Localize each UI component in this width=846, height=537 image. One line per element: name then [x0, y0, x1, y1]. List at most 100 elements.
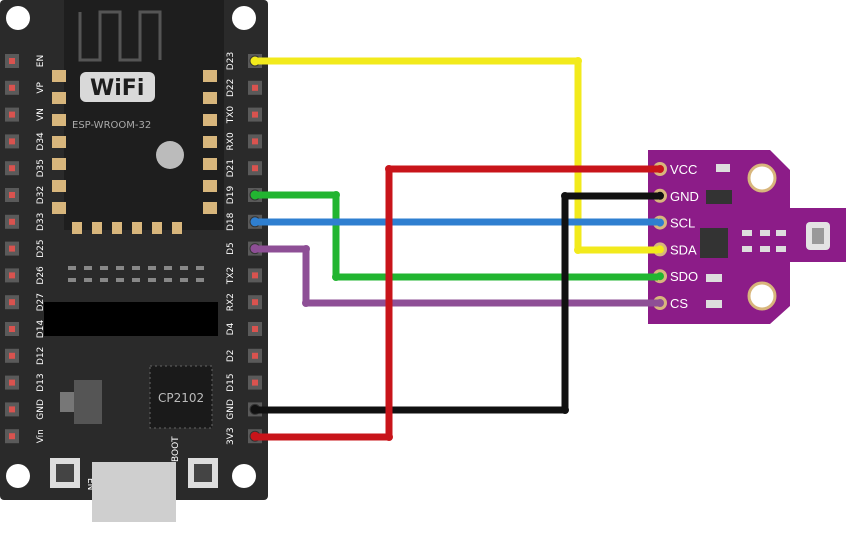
wire-gnd-gnd [255, 192, 658, 414]
header-pin-d14: D14 [5, 320, 46, 339]
sensor-pin-label-sda: SDA [670, 242, 697, 257]
mounting-hole [747, 281, 777, 311]
header-pin-d32: D32 [5, 186, 46, 204]
wire-joint [385, 165, 393, 173]
header-pin-vp: VP [5, 80, 46, 95]
boot-button[interactable] [188, 458, 218, 488]
pin-label-gnd: GND [36, 399, 46, 420]
pin-label-d21: D21 [226, 159, 236, 177]
smd-components [68, 266, 204, 282]
wire-d19-sdo [255, 191, 658, 281]
en-button[interactable] [50, 458, 80, 488]
wire-joint [574, 57, 582, 65]
pin-label-d12: D12 [36, 347, 46, 365]
header-pin-d2: D2 [226, 348, 262, 363]
header-pin-rx2: RX2 [226, 293, 262, 311]
pin-label-d32: D32 [36, 186, 46, 204]
chip-label: CP2102 [158, 391, 204, 405]
bme280-sensor-board [648, 150, 846, 324]
boot-button-label: BOOT [171, 436, 181, 462]
sensor-pin-sda: SDA [653, 242, 697, 257]
mounting-hole [6, 6, 30, 30]
pin-label-vp: VP [36, 81, 46, 93]
sensor-pin-gnd: GND [653, 188, 699, 204]
espressif-logo-icon [156, 141, 184, 169]
sensor-pin-vcc: VCC [653, 162, 697, 177]
sensor-pin-sdo: SDO [653, 269, 698, 284]
header-pin-d4: D4 [226, 322, 262, 336]
header-pin-gnd: GND [5, 399, 46, 420]
wire-joint [302, 299, 310, 307]
antenna-trace [78, 10, 162, 62]
pin-label-d14: D14 [36, 320, 46, 339]
header-pin-d13: D13 [5, 373, 46, 392]
level-shifter-ic [700, 228, 728, 258]
pin-label-d33: D33 [36, 213, 46, 231]
pin-label-d13: D13 [36, 373, 46, 391]
pin-label-d4: D4 [226, 322, 236, 335]
pin-label-d18: D18 [226, 212, 236, 231]
pin-label-gnd: GND [226, 399, 236, 420]
black-component-block [44, 302, 218, 336]
pin-label-vn: VN [36, 108, 46, 121]
mounting-hole [232, 464, 256, 488]
mounting-hole [232, 6, 256, 30]
header-pin-rx0: RX0 [226, 132, 262, 150]
module-pads [52, 70, 217, 234]
pin-label-d25: D25 [36, 239, 46, 257]
header-pin-en: EN [5, 54, 46, 68]
wire-joint [561, 192, 569, 200]
regulator-ic [706, 190, 732, 204]
pin-label-d35: D35 [36, 159, 46, 177]
pin-label-rx2: RX2 [226, 293, 236, 311]
sensor-pin-header: VCC GND SCL SDA SDO CS [653, 162, 699, 311]
sensor-port [812, 228, 824, 244]
header-pin-tx2: TX2 [226, 267, 262, 285]
sensor-pin-cs: CS [653, 296, 688, 311]
header-pin-d26: D26 [5, 266, 46, 285]
wire-joint [574, 246, 582, 254]
pin-label-d34: D34 [36, 132, 46, 151]
header-pin-d33: D33 [5, 213, 46, 231]
mounting-hole [6, 464, 30, 488]
wire-joint [302, 245, 310, 253]
header-pin-d22: D22 [226, 79, 262, 97]
pin-label-3v3: 3V3 [226, 427, 236, 445]
pin-label-en: EN [36, 55, 46, 67]
pin-label-tx0: TX0 [226, 106, 236, 125]
header-pin-vn: VN [5, 107, 46, 122]
wires [255, 57, 658, 441]
header-pin-d25: D25 [5, 239, 46, 258]
header-pin-d35: D35 [5, 159, 46, 177]
header-pin-vin: Vin [5, 429, 46, 443]
wire-joint [561, 406, 569, 414]
header-pin-d34: D34 [5, 132, 46, 151]
pin-label-d2: D2 [226, 349, 236, 362]
voltage-regulator [60, 380, 102, 424]
wire-3v3-vcc [255, 165, 658, 441]
pin-label-d5: D5 [226, 242, 236, 255]
wroom-module: WiFi ESP-WROOM-32 [52, 0, 224, 234]
left-pin-header: ENVPVND34D35D32D33D25D26D27D14D12D13GNDV… [5, 54, 46, 443]
pin-label-d15: D15 [226, 373, 236, 391]
passive-components [706, 164, 786, 308]
en-button-label: EN [85, 478, 95, 490]
wifi-logo [80, 72, 155, 102]
pin-label-rx0: RX0 [226, 132, 236, 150]
pin-label-d26: D26 [36, 266, 46, 285]
header-pin-d15: D15 [226, 373, 262, 392]
usb-connector [92, 462, 176, 522]
mounting-hole [747, 163, 777, 193]
pin-label-d23: D23 [226, 52, 236, 70]
wire-joint [385, 433, 393, 441]
header-pin-d12: D12 [5, 347, 46, 365]
wire-joint [332, 273, 340, 281]
pin-label-vin: Vin [36, 429, 46, 443]
wire-d23-sda [255, 57, 658, 254]
header-pin-d21: D21 [226, 159, 262, 177]
wifi-logo-text: WiFi [90, 76, 144, 101]
sensor-pin-scl: SCL [653, 215, 695, 231]
esp32-board: WiFi ESP-WROOM-32 [0, 0, 268, 522]
pin-label-d19: D19 [226, 186, 236, 205]
